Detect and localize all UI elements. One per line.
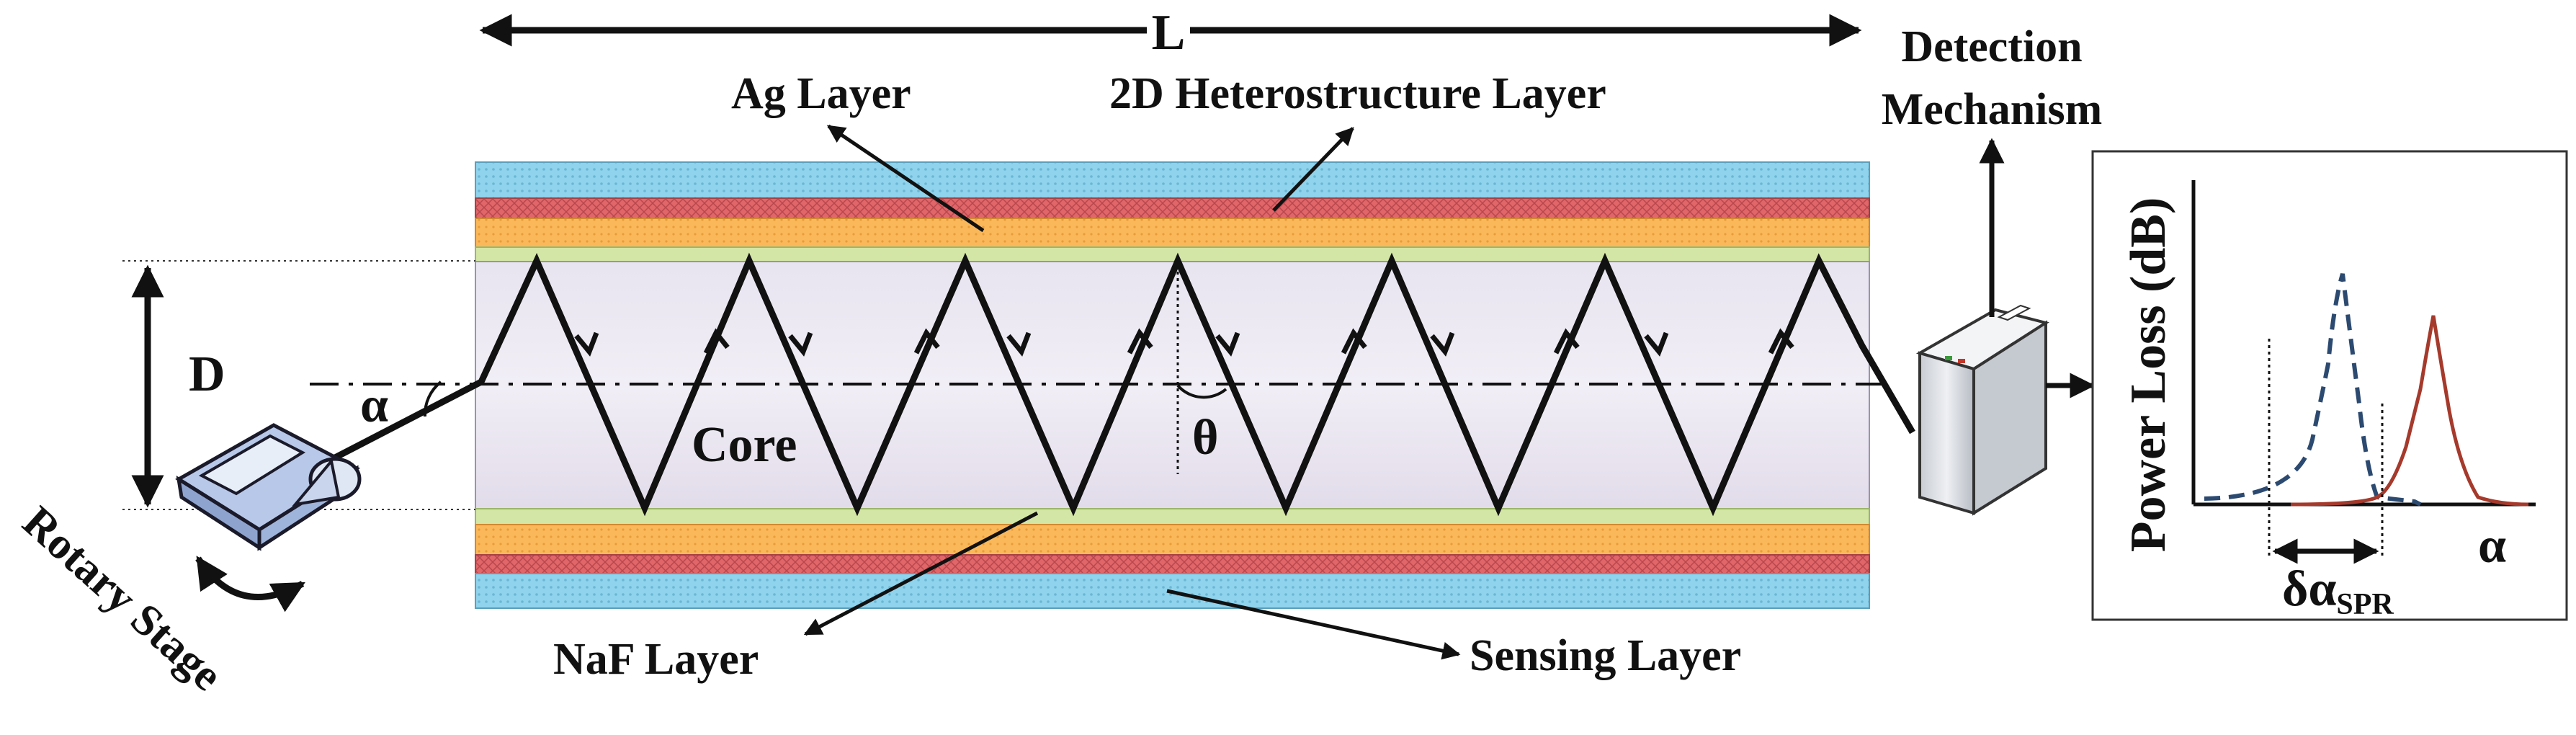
diameter-label: D [189,347,225,402]
naf-layer-label: NaF Layer [553,635,759,684]
bottom-ag-layer [475,524,1870,556]
light-ray [315,252,1915,517]
heterostructure-layer-label: 2D Heterostructure Layer [1109,69,1606,118]
ray-direction-markers [574,328,1794,357]
length-label: L [1152,5,1186,61]
ag-layer-label: Ag Layer [731,69,911,118]
shifted-resonance-curve [2204,273,2422,507]
length-arrow: L [479,5,1862,61]
power-loss-inset: δαSPR α Power Loss (dB) [2091,150,2568,621]
top-sensing-layer [475,161,1870,199]
sensing-layer-label: Sensing Layer [1470,631,1741,680]
core-label: Core [692,417,797,473]
bottom-heterostructure-layer [475,554,1870,574]
rotation-arrow-icon [195,556,305,612]
rotary-stage-label: Rotary Stage [14,497,232,700]
bottom-naf-layer [475,508,1870,525]
top-ag-layer [475,218,1870,248]
alpha-label: α [360,378,388,433]
detection-label-line2: Mechanism [1882,85,2103,134]
detector-icon [1915,304,2049,516]
diameter-arrow: D [131,264,225,508]
shift-label: δαSPR [2282,561,2394,621]
reference-resonance-curve [2290,315,2529,507]
light-source-icon [175,423,362,551]
inset-y-label: Power Loss (dB) [2121,197,2176,553]
theta-label: θ [1192,410,1219,466]
top-heterostructure-layer [475,197,1870,219]
detection-label-line1: Detection [1901,22,2082,71]
theta-annotation: θ [1176,265,1227,474]
top-naf-layer [475,246,1870,262]
inset-x-label: α [2478,518,2506,574]
alpha-annotation: α [360,378,442,433]
